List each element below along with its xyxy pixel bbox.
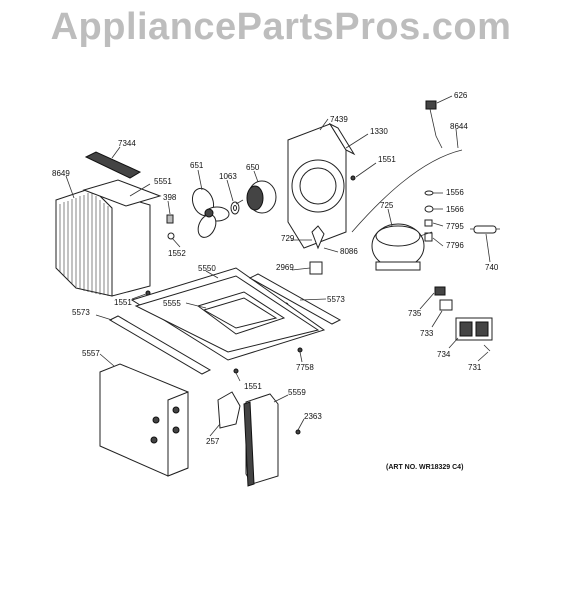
small-hardware <box>424 190 434 242</box>
rails-5573 <box>108 273 342 375</box>
fan-blade-651 <box>191 187 230 238</box>
callout-7439: 7439 <box>330 115 348 124</box>
base-pan-5550 <box>130 267 326 361</box>
callout-5573-left: 5573 <box>72 308 90 317</box>
leader-lines <box>65 95 491 437</box>
filter-strip-7344 <box>84 151 142 179</box>
watermark: AppliancePartsPros.com <box>50 6 512 48</box>
callout-257: 257 <box>206 437 220 446</box>
callout-7796: 7796 <box>446 241 464 250</box>
callout-1552: 1552 <box>168 249 186 258</box>
callout-8644: 8644 <box>450 122 468 131</box>
condenser-coil-8649 <box>55 179 162 297</box>
callout-5557: 5557 <box>82 349 100 358</box>
callout-5550: 5550 <box>198 264 216 273</box>
relay-2969 <box>309 261 323 275</box>
side-panel-5557 <box>99 363 189 477</box>
washer-1063 <box>230 201 240 215</box>
callout-626: 626 <box>454 91 468 100</box>
drier-740 <box>470 225 500 234</box>
callout-398: 398 <box>163 193 177 202</box>
panel-5559 <box>243 393 279 487</box>
callout-1551-mid: 1551 <box>114 298 132 307</box>
callout-7344: 7344 <box>118 139 136 148</box>
callout-729: 729 <box>281 234 295 243</box>
callout-650: 650 <box>246 163 260 172</box>
callout-5559: 5559 <box>288 388 306 397</box>
callout-734: 734 <box>437 350 451 359</box>
callout-2363: 2363 <box>304 412 322 421</box>
fan-motor-650 <box>235 180 277 214</box>
callout-7758: 7758 <box>296 363 314 372</box>
callout-8649: 8649 <box>52 169 70 178</box>
fan-shroud-7439 <box>287 122 356 249</box>
callout-7795: 7795 <box>446 222 464 231</box>
art-number-label: (ART NO. WR18329 C4) <box>386 464 464 471</box>
tube-8644-switch-626 <box>351 100 463 233</box>
callout-1556: 1556 <box>446 188 464 197</box>
callout-1330: 1330 <box>370 127 388 136</box>
callout-651: 651 <box>190 161 204 170</box>
callout-731: 731 <box>468 363 482 372</box>
compressor-725 <box>371 223 433 271</box>
callout-5573-right: 5573 <box>327 295 345 304</box>
callout-735: 735 <box>408 309 422 318</box>
callout-8086: 8086 <box>340 247 358 256</box>
callout-1551-bottom: 1551 <box>244 382 262 391</box>
callout-740: 740 <box>485 263 499 272</box>
terminal-735-733 <box>434 286 453 311</box>
callout-725: 725 <box>380 201 394 210</box>
callout-1566: 1566 <box>446 205 464 214</box>
capacitor-734-731 <box>455 317 493 352</box>
callout-1551-top: 1551 <box>378 155 396 164</box>
callout-2969: 2969 <box>276 263 294 272</box>
callout-1063: 1063 <box>219 172 237 181</box>
callout-5551-top: 5551 <box>154 177 172 186</box>
callout-733: 733 <box>420 329 434 338</box>
control-257 <box>217 391 241 429</box>
callout-5555: 5555 <box>163 299 181 308</box>
bracket-729-8086 <box>311 225 325 250</box>
